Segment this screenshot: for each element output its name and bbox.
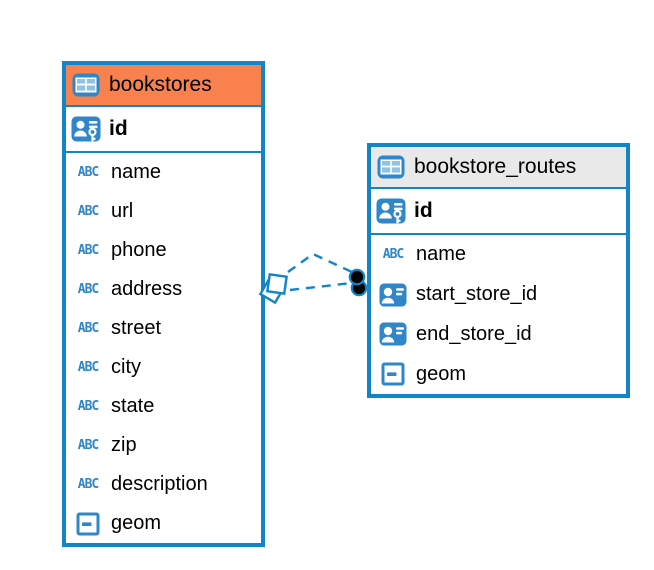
text-type-icon: ABC (73, 282, 103, 297)
primary-key-name: id (109, 117, 128, 140)
text-type-icon: ABC (73, 438, 103, 453)
text-type-icon: ABC (73, 399, 103, 414)
text-type-icon: ABC (378, 247, 408, 262)
geometry-type-icon (378, 362, 408, 386)
column-name: geom (416, 362, 467, 385)
text-type-icon: ABC (73, 243, 103, 258)
column-name: address (111, 278, 183, 300)
abc-glyph: ABC (382, 247, 405, 263)
column-name: state (111, 395, 155, 417)
person-ref-icon (378, 322, 408, 346)
primary-key-icon (71, 116, 101, 142)
table-icon (71, 73, 101, 97)
column-row[interactable]: end_store_id (371, 315, 626, 355)
relationship-target-marker[interactable] (348, 268, 368, 297)
column-row[interactable]: ABC zip (66, 426, 261, 465)
geometry-type-icon (73, 512, 103, 536)
column-row[interactable]: ABC street (66, 309, 261, 348)
abc-glyph: ABC (77, 282, 100, 297)
relationship-line[interactable] (287, 252, 353, 274)
text-type-icon: ABC (73, 165, 103, 180)
column-row[interactable]: ABC description (66, 465, 261, 504)
text-type-icon: ABC (73, 321, 103, 336)
column-name: city (111, 356, 141, 378)
diamond-marker-front (266, 273, 288, 295)
column-row[interactable]: ABC phone (66, 231, 261, 270)
column-name: street (111, 317, 162, 339)
table-name: bookstores (109, 73, 212, 96)
table-icon (376, 155, 406, 179)
column-name: name (416, 243, 467, 266)
column-row[interactable]: ABC name (371, 235, 626, 275)
text-type-icon: ABC (73, 204, 103, 219)
abc-glyph: ABC (77, 438, 100, 453)
column-row[interactable]: ABC name (66, 153, 261, 192)
text-type-icon: ABC (73, 360, 103, 375)
abc-glyph: ABC (77, 243, 100, 258)
column-row[interactable]: ABC state (66, 387, 261, 426)
column-name: name (111, 161, 162, 183)
dot-marker-upper (348, 268, 366, 286)
primary-key-row[interactable]: id (371, 189, 626, 235)
column-row[interactable]: geom (66, 504, 261, 543)
abc-glyph: ABC (77, 321, 100, 336)
column-row[interactable]: ABC url (66, 192, 261, 231)
abc-glyph: ABC (77, 477, 100, 492)
column-name: end_store_id (416, 322, 532, 345)
text-type-icon: ABC (73, 477, 103, 492)
primary-key-name: id (414, 199, 433, 222)
abc-glyph: ABC (77, 360, 100, 375)
column-name: url (111, 200, 134, 222)
relationship-line[interactable] (289, 281, 353, 292)
table-bookstore_routes[interactable]: bookstore_routes id ABC name start_store_i… (367, 143, 630, 398)
column-row[interactable]: ABC address (66, 270, 261, 309)
abc-glyph: ABC (77, 165, 100, 180)
table-header[interactable]: bookstores (66, 65, 261, 107)
column-name: description (111, 473, 208, 495)
table-header[interactable]: bookstore_routes (371, 147, 626, 189)
column-name: zip (111, 434, 137, 456)
column-name: geom (111, 512, 162, 534)
primary-key-row[interactable]: id (66, 107, 261, 153)
abc-glyph: ABC (77, 204, 100, 219)
column-row[interactable]: ABC city (66, 348, 261, 387)
person-ref-icon (378, 283, 408, 307)
abc-glyph: ABC (77, 399, 100, 414)
column-row[interactable]: start_store_id (371, 275, 626, 315)
column-name: start_store_id (416, 283, 538, 306)
table-name: bookstore_routes (414, 155, 577, 178)
column-name: phone (111, 239, 167, 261)
dot-marker-lower (350, 279, 368, 297)
primary-key-icon (376, 198, 406, 224)
column-row[interactable]: geom (371, 354, 626, 394)
